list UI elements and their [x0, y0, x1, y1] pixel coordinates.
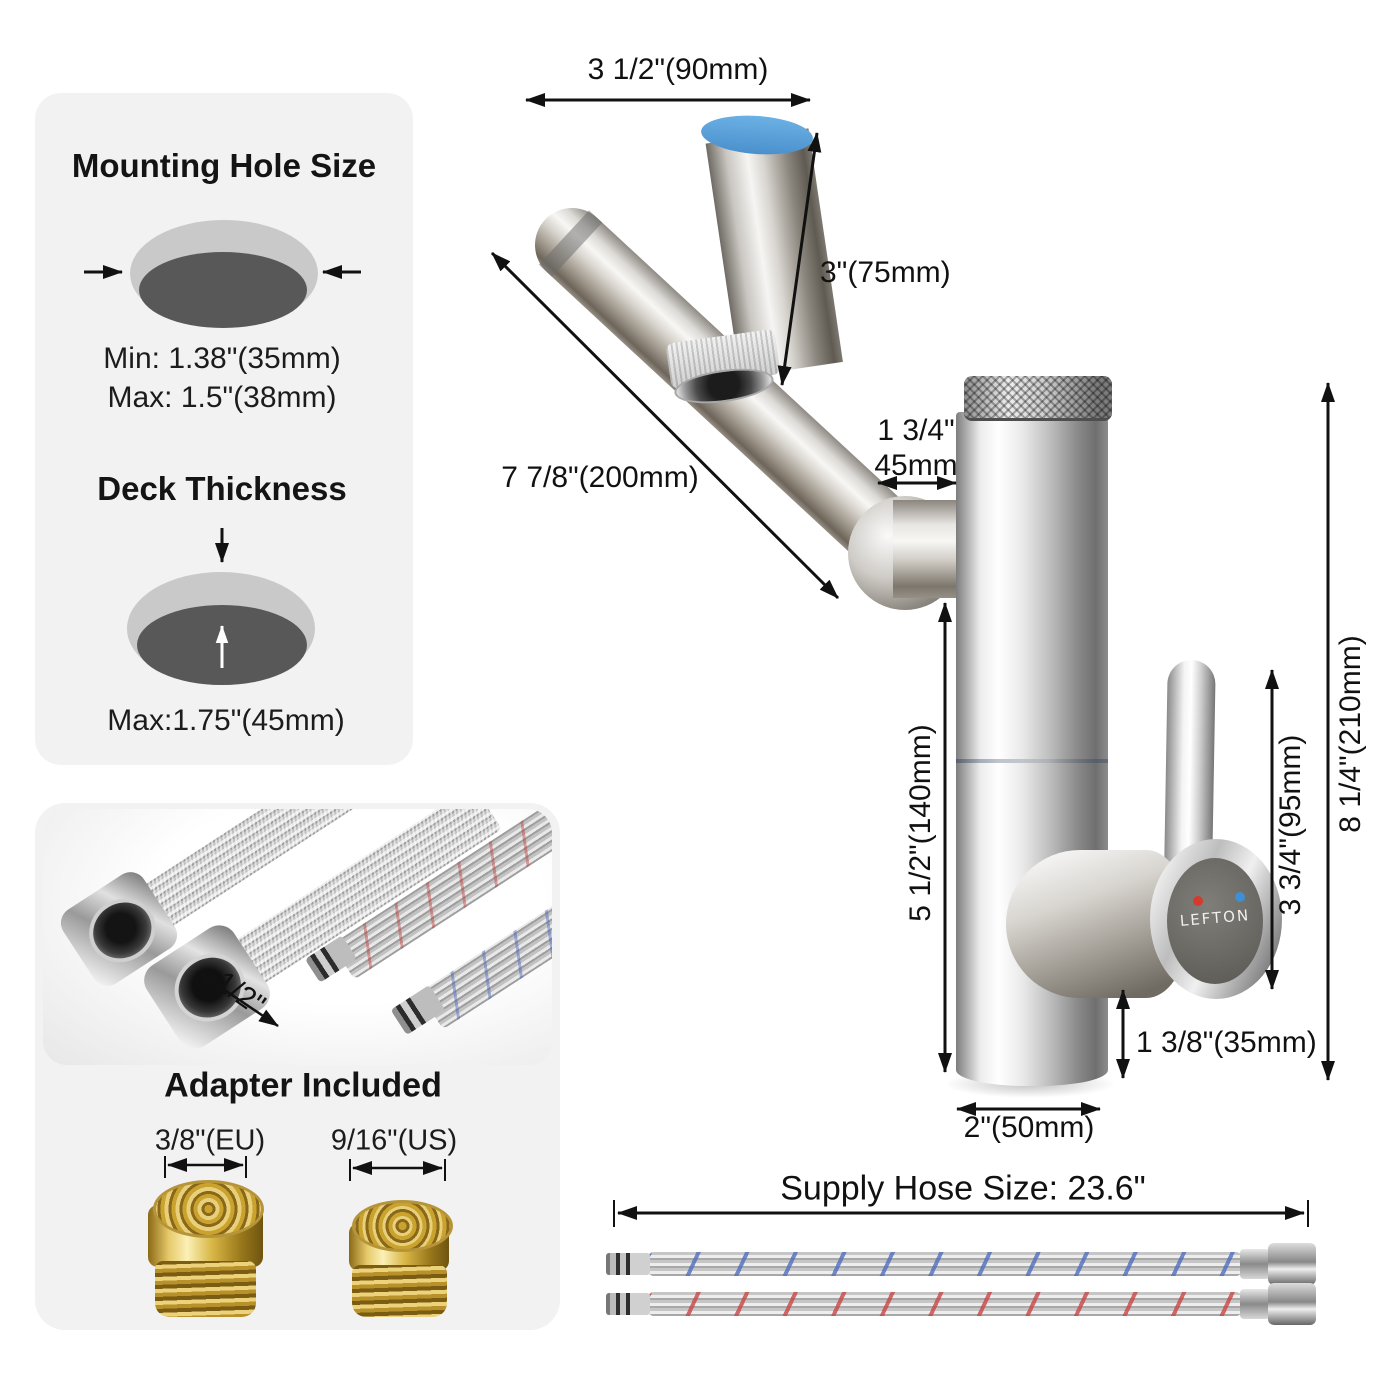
supply-hose-photo — [43, 809, 552, 1065]
adapter-eu-label: 3/8"(EU) — [154, 1124, 266, 1157]
adapter-eu-threads-top — [153, 1180, 264, 1238]
body-seam — [956, 759, 1108, 763]
supply-hose-blue-male-end — [606, 1253, 650, 1275]
mounting-panel: Mounting Hole Size Min: 1.38"(35mm) Max:… — [35, 93, 413, 765]
adapter-eu-threads-bottom — [155, 1261, 256, 1317]
supply-hose-red-nut — [1268, 1283, 1316, 1325]
hose-nut-hole — [76, 885, 168, 975]
supply-hose-red — [648, 1292, 1242, 1316]
adapter-title: Adapter Included — [164, 1066, 442, 1105]
deck-max-label: Max:1.75"(45mm) — [107, 704, 345, 737]
handle-cap-face: LEFTON — [1167, 858, 1263, 984]
mounting-min-label: Min: 1.38"(35mm) — [103, 342, 341, 375]
dim-reach-mm: 45mm — [874, 449, 958, 482]
supply-hose-red-male-end — [606, 1293, 650, 1315]
dim-handle-height: 3 3/4"(95mm) — [1274, 734, 1307, 916]
deck-title: Deck Thickness — [97, 470, 347, 507]
dim-handle-clearance: 1 3/8"(35mm) — [1136, 1026, 1317, 1059]
dim-total-height: 8 1/4"(210mm) — [1334, 635, 1367, 833]
adapter-us-label: 9/16"(US) — [330, 1124, 458, 1157]
adapter-panel: 1/2" Adapter Included 3/8"(EU) 9/16"(US) — [35, 803, 560, 1330]
cold-indicator-dot — [1235, 892, 1245, 902]
supply-hose-red-collar — [1240, 1289, 1270, 1319]
spout-arm-ring — [538, 210, 603, 277]
dim-top-width: 3 1/2"(90mm) — [587, 53, 769, 86]
supply-hose-blue-collar — [1240, 1249, 1270, 1279]
dim-spout-height: 3"(75mm) — [820, 256, 951, 289]
dim-arm-length: 7 7/8"(200mm) — [501, 461, 699, 494]
dim-base-width: 2"(50mm) — [963, 1111, 1095, 1144]
mounting-hole-inner — [139, 252, 307, 328]
handle-lever — [1164, 659, 1216, 867]
dim-reach-inch: 1 3/4" — [877, 414, 955, 447]
supply-hose-blue-nut — [1268, 1243, 1316, 1285]
deck-hole-inner — [137, 605, 307, 685]
adapter-us-threads-bottom — [352, 1265, 447, 1317]
brand-logo: LEFTON — [1179, 905, 1251, 931]
adapter-us-threads-top — [352, 1200, 453, 1252]
body-knurled-cap — [964, 376, 1112, 421]
mounting-title: Mounting Hole Size — [71, 147, 377, 184]
dim-body-height: 5 1/2"(140mm) — [904, 724, 937, 922]
dim-supply-hose: Supply Hose Size: 23.6" — [780, 1169, 1146, 1208]
supply-hose-blue — [648, 1252, 1242, 1276]
faucet-connector — [893, 500, 960, 598]
hot-indicator-dot — [1193, 896, 1203, 906]
mounting-max-label: Max: 1.5"(38mm) — [107, 381, 337, 414]
